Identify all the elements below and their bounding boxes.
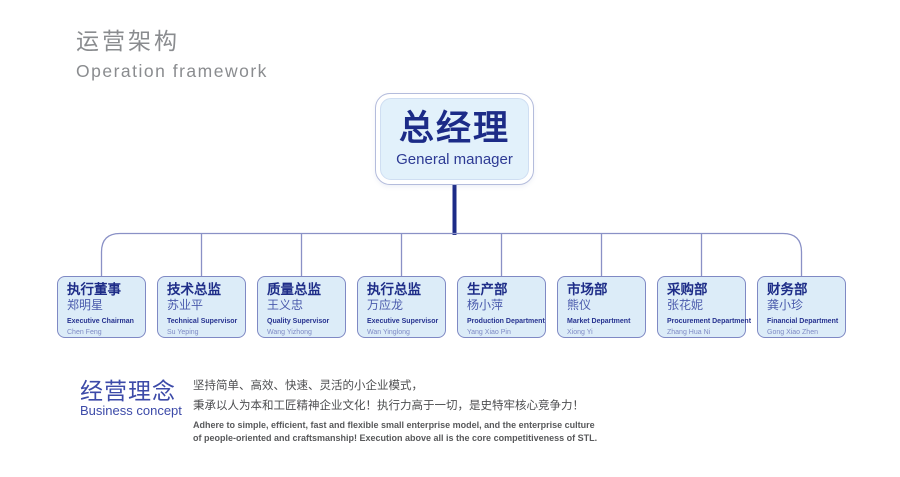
business-concept-text-zh: 坚持简单、高效、快速、灵活的小企业模式， 秉承以人为本和工匠精神企业文化！执行力… xyxy=(193,377,584,416)
dept-title-en: Financial Department xyxy=(767,318,839,325)
page-title-zh: 运营架构 xyxy=(76,28,180,54)
business-concept-label-zh: 经营理念 xyxy=(80,378,176,404)
dept-title-en: Executive Chairman xyxy=(67,318,134,325)
dept-title-zh: 采购部 xyxy=(667,282,708,297)
dept-person-en: Wang Yizhong xyxy=(267,329,312,336)
dept-title-zh: 执行总监 xyxy=(367,282,421,297)
dept-box-technical-supervisor: 技术总监 苏业平 Technical Supervisor Su Yeping xyxy=(157,276,246,338)
dept-box-production-department: 生产部 杨小萍 Production Department Yang Xiao … xyxy=(457,276,546,338)
general-manager-box-inner: 总经理 General manager xyxy=(380,98,529,180)
dept-box-quality-supervisor: 质量总监 王义忠 Quality Supervisor Wang Yizhong xyxy=(257,276,346,338)
business-concept-en-line1: Adhere to simple, efficient, fast and fl… xyxy=(193,420,595,430)
dept-title-zh: 技术总监 xyxy=(167,282,221,297)
dept-person-zh: 熊仪 xyxy=(567,298,592,312)
dept-person-en: Xiong Yi xyxy=(567,329,593,336)
dept-box-procurement-department: 采购部 张花妮 Procurement Department Zhang Hua… xyxy=(657,276,752,338)
general-manager-box: 总经理 General manager xyxy=(375,93,534,185)
dept-person-en: Gong Xiao Zhen xyxy=(767,329,818,336)
dept-person-zh: 郑明星 xyxy=(67,298,104,312)
general-manager-title-zh: 总经理 xyxy=(398,109,510,148)
business-concept-en-line2: of people-oriented and craftsmanship! Ex… xyxy=(193,432,598,443)
dept-box-financial-department: 财务部 龚小珍 Financial Department Gong Xiao Z… xyxy=(757,276,846,338)
dept-title-zh: 市场部 xyxy=(567,282,608,297)
page-title-en: Operation framework xyxy=(76,61,268,81)
dept-person-zh: 张花妮 xyxy=(667,298,704,312)
business-concept-label-en: Business concept xyxy=(80,403,182,418)
dept-title-en: Technical Supervisor xyxy=(167,318,238,325)
business-concept-zh-line1: 坚持简单、高效、快速、灵活的小企业模式， xyxy=(193,380,423,392)
dept-title-zh: 财务部 xyxy=(767,282,808,297)
page-header: 运营架构 Operation framework xyxy=(76,28,268,82)
dept-person-zh: 王义忠 xyxy=(267,298,304,312)
dept-box-executive-supervisor: 执行总监 万应龙 Executive Supervisor Wan Yinglo… xyxy=(357,276,446,338)
dept-person-en: Wan Yinglong xyxy=(367,329,410,336)
dept-title-en: Market Department xyxy=(567,318,631,325)
dept-title-en: Quality Supervisor xyxy=(267,318,330,325)
business-concept-text-en: Adhere to simple, efficient, fast and fl… xyxy=(193,419,597,444)
dept-title-zh: 质量总监 xyxy=(267,282,321,297)
dept-person-zh: 苏业平 xyxy=(167,298,204,312)
dept-person-zh: 龚小珍 xyxy=(767,298,804,312)
general-manager-title-en: General manager xyxy=(396,151,513,168)
dept-title-en: Executive Supervisor xyxy=(367,318,439,325)
dept-box-market-department: 市场部 熊仪 Market Department Xiong Yi xyxy=(557,276,646,338)
business-concept-zh-line2: 秉承以人为本和工匠精神企业文化！执行力高于一切，是史特牢核心竞争力！ xyxy=(193,399,584,412)
dept-person-zh: 杨小萍 xyxy=(467,298,504,312)
dept-box-executive-chairman: 执行董事 郑明星 Executive Chairman Chen Feng xyxy=(57,276,146,338)
dept-person-en: Yang Xiao Pin xyxy=(467,329,511,336)
dept-title-en: Production Department xyxy=(467,318,545,325)
dept-person-en: Zhang Hua Ni xyxy=(667,329,711,336)
dept-person-zh: 万应龙 xyxy=(367,298,404,312)
dept-title-zh: 生产部 xyxy=(467,282,508,297)
dept-title-zh: 执行董事 xyxy=(67,282,121,297)
business-concept-label: 经营理念 Business concept xyxy=(80,378,182,418)
dept-person-en: Chen Feng xyxy=(67,329,102,336)
dept-title-en: Procurement Department xyxy=(667,318,752,325)
dept-person-en: Su Yeping xyxy=(167,329,199,336)
